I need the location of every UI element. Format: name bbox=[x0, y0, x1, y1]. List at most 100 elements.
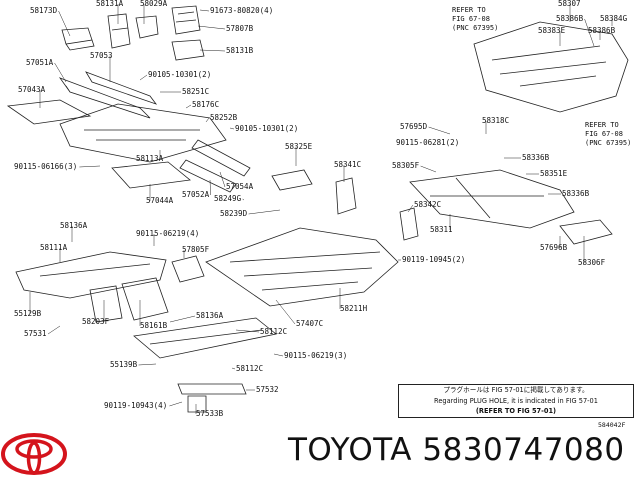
part-label: 58307 bbox=[558, 0, 581, 8]
part-label: 90119-10945(2) bbox=[402, 255, 466, 264]
leader-line bbox=[58, 10, 71, 37]
leader-line bbox=[273, 353, 284, 357]
part-label: 58111A bbox=[40, 243, 68, 252]
part-58341c-shape bbox=[335, 177, 357, 215]
part-57807b-shape bbox=[171, 5, 201, 35]
part-57044a-shape bbox=[111, 161, 191, 189]
part-label: 57696B bbox=[540, 243, 568, 252]
leader-line bbox=[205, 117, 210, 123]
part-label: 90115-06219(4) bbox=[136, 229, 200, 238]
part-label: 91673-80820(4) bbox=[210, 6, 274, 15]
part-label: 57053 bbox=[90, 51, 113, 60]
part-58342c-shape bbox=[399, 207, 419, 241]
part-57054a-shape bbox=[191, 139, 251, 177]
part-label: 57054A bbox=[226, 182, 254, 191]
part-label: 58239D bbox=[220, 209, 248, 218]
part-label: 58029A bbox=[140, 0, 168, 8]
part-label: 58318C bbox=[482, 116, 510, 125]
part-label: 58325E bbox=[285, 142, 313, 151]
part-label: 58176C bbox=[192, 100, 220, 109]
part-58325e-shape bbox=[271, 169, 313, 191]
part-label: 57051A bbox=[26, 58, 54, 67]
refer-to-note-right: REFER TO FIG 67-08 (PNC 67395) bbox=[585, 121, 632, 147]
leader-line bbox=[229, 127, 235, 130]
leader-line bbox=[79, 165, 101, 168]
part-57043a-shape bbox=[6, 99, 92, 125]
leader-line bbox=[199, 49, 226, 52]
part-58203f-shape bbox=[89, 285, 123, 323]
part-58211h-shape bbox=[205, 227, 399, 307]
part-label: 58341C bbox=[334, 160, 362, 169]
leader-line bbox=[428, 126, 451, 135]
part-57533b-shape bbox=[187, 395, 207, 413]
part-label: 57043A bbox=[18, 85, 46, 94]
part-label: 57807B bbox=[226, 24, 254, 33]
part-label: 90119-10943(4) bbox=[104, 401, 168, 410]
part-58131a-shape bbox=[107, 13, 131, 49]
part-57051a-shape bbox=[58, 77, 151, 119]
part-label: 58161B bbox=[140, 321, 168, 330]
leader-line bbox=[185, 104, 192, 109]
part-label: 90115-06166(3) bbox=[14, 162, 78, 171]
part-label: 57531 bbox=[24, 329, 47, 338]
note-line-jp: プラグホールは FIG 57-01に掲載してあります。 bbox=[443, 386, 589, 394]
part-label: 58136A bbox=[60, 221, 88, 230]
leader-line bbox=[197, 25, 226, 30]
part-label: 55129B bbox=[14, 309, 42, 318]
part-label: 58173D bbox=[30, 6, 58, 15]
part-label: 90105-10301(2) bbox=[235, 124, 299, 133]
part-label: 58386B bbox=[556, 14, 584, 23]
part-label: 58351E bbox=[540, 169, 568, 178]
part-label: 57805F bbox=[182, 245, 210, 254]
part-57805f-shape bbox=[171, 255, 205, 283]
part-58161b-shape bbox=[121, 277, 169, 321]
leader-line bbox=[219, 171, 226, 188]
part-label: 58112C bbox=[236, 364, 264, 373]
part-label: 57052A bbox=[182, 190, 210, 199]
part-label: 58306F bbox=[578, 258, 606, 267]
part-label: 57533B bbox=[196, 409, 224, 418]
part-label: 58211H bbox=[340, 304, 368, 313]
toyota-logo-icon bbox=[1, 433, 67, 475]
part-label: 58305F bbox=[392, 161, 420, 170]
part-58029a-shape bbox=[135, 15, 159, 39]
part-label: 58386B bbox=[588, 26, 616, 35]
part-label: 58112C bbox=[260, 327, 288, 336]
part-label: 58113A bbox=[136, 154, 164, 163]
part-label: 55139B bbox=[110, 360, 138, 369]
part-label: 58342C bbox=[414, 200, 442, 209]
part-58173d-shape bbox=[61, 27, 95, 51]
leader-line bbox=[138, 363, 157, 366]
refer-to-note-top: REFER TO FIG 67-08 (PNC 67395) bbox=[452, 6, 499, 32]
leader-line bbox=[275, 299, 296, 325]
plug-hole-note: プラグホールは FIG 57-01に掲載してあります。 Regarding PL… bbox=[398, 384, 634, 418]
part-label: 58252B bbox=[210, 113, 238, 122]
part-label: 58131A bbox=[96, 0, 124, 8]
leader-line bbox=[407, 204, 414, 213]
part-label: 58384G bbox=[600, 14, 628, 23]
leader-line bbox=[231, 367, 236, 370]
part-label: 57044A bbox=[146, 196, 174, 205]
leader-line bbox=[420, 165, 437, 173]
leader-line bbox=[47, 325, 61, 335]
part-label: 58249G bbox=[214, 194, 242, 203]
part-label: 58251C bbox=[182, 87, 210, 96]
part-label: 58203F bbox=[82, 317, 110, 326]
part-label: 58336B bbox=[562, 189, 590, 198]
part-label: 58311 bbox=[430, 225, 453, 234]
note-line-ref: (REFER TO FIG 57-01) bbox=[475, 407, 557, 415]
part-58131b-shape bbox=[171, 39, 205, 61]
leader-line bbox=[199, 9, 210, 12]
part-label: 58336B bbox=[522, 153, 550, 162]
leader-line bbox=[139, 74, 148, 81]
part-label: 57407C bbox=[296, 319, 324, 328]
part-58307-shape bbox=[473, 21, 629, 113]
part-57052a-shape bbox=[179, 159, 237, 193]
leader-line bbox=[209, 179, 211, 196]
part-57532-shape bbox=[177, 383, 247, 395]
part-58112c-shape bbox=[133, 317, 277, 359]
leader-line bbox=[584, 18, 595, 47]
leader-line bbox=[169, 401, 183, 407]
part-58113a-shape bbox=[59, 103, 227, 163]
